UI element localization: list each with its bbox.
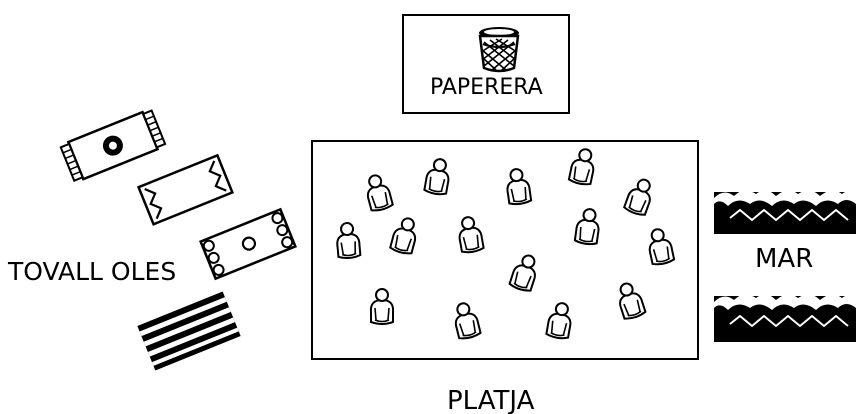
sea-label: MAR	[755, 246, 813, 272]
